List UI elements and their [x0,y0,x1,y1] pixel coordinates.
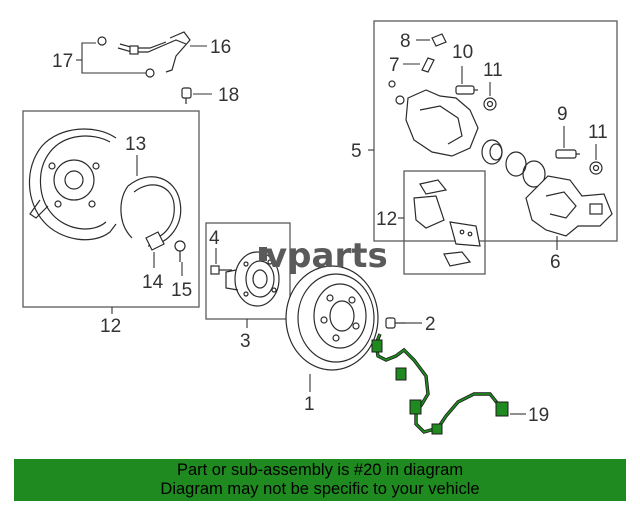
caliper-body [388,80,479,157]
callout-7: 7 [389,55,400,76]
part-11-boot [483,97,497,111]
callout-14: 13 [125,134,146,155]
part-6-caliper-bracket [525,175,613,237]
callout-20: 19 [528,405,549,426]
part-8-cap [431,33,447,47]
group-box-3 [205,222,291,320]
callout-4: 4 [209,228,220,249]
notice-banner: Part or sub-assembly is #20 in diagram D… [14,459,626,501]
part-13-backing-plate [28,128,117,241]
callout-1: 1 [304,394,315,415]
part-17-hose [97,31,191,78]
part-9-guide-pin [555,149,580,159]
callout-15: 14 [142,272,164,293]
callout-19: 18 [218,85,239,106]
part-19-bolt [181,87,192,104]
part-4-stud [210,265,232,275]
callout-5: 5 [351,141,362,162]
callout-16: 15 [171,280,192,301]
callout-17: 16 [210,37,231,58]
part-20-abs-sensor [371,333,509,435]
callout-9: 9 [557,104,568,125]
callout-12: 12 [376,209,397,230]
group-box-13 [22,110,200,308]
callout-10: 10 [452,42,473,63]
callout-8: 8 [400,31,411,52]
group-box-12 [403,170,486,275]
callout-11: 11 [483,60,503,81]
callout-11b: 11 [588,122,608,143]
notice-line-1: Part or sub-assembly is #20 in diagram [176,461,464,479]
callout-3: 3 [240,331,251,352]
group-box-5 [373,20,618,242]
part-15-clip [145,231,165,251]
part-2-bolt [385,317,406,329]
callout-13: 12 [100,316,121,337]
callout-18: 17 [52,51,73,72]
part-7-bleeder [421,57,435,73]
callout-2: 2 [425,314,436,335]
part-1-brake-rotor [285,265,379,371]
part-14-brake-shoe [120,176,182,247]
part-10-guide-pin [455,85,478,95]
callout-6: 6 [550,252,561,273]
watermark-text: vparts [265,236,388,276]
part-16-pin [174,240,186,262]
watermark: vparts [259,236,388,276]
part-12-brake-pads [413,179,481,267]
part-11b-boot [589,161,603,175]
notice-line-2: Diagram may not be specific to your vehi… [160,480,480,498]
caliper-piston [481,139,546,188]
part-3-hub-bearing [225,251,280,307]
